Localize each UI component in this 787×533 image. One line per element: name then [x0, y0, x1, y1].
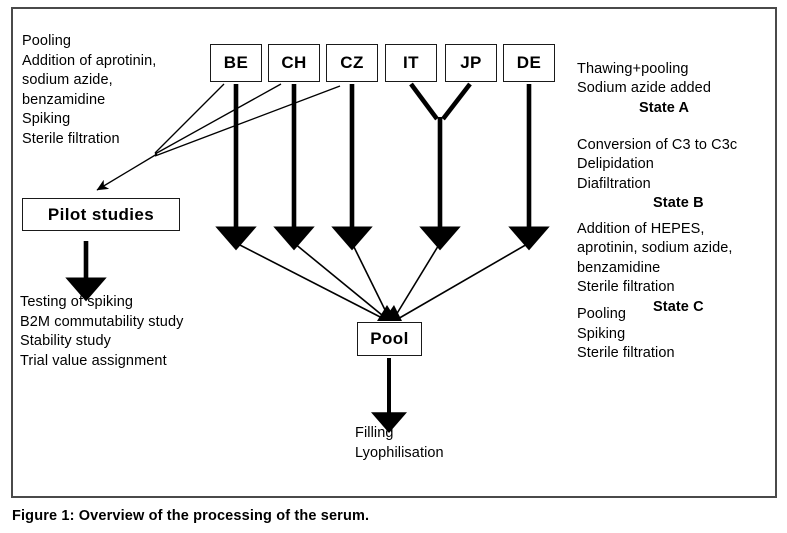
right-block-state-c: Addition of HEPES, aprotinin, sodium azi… [577, 200, 733, 337]
country-box-jp[interactable]: JP [445, 44, 497, 82]
right-block-state-a: Thawing+pooling Sodium azide added State… [577, 40, 711, 138]
left-bottom-text-block: Testing of spiking B2M commutability stu… [20, 294, 184, 369]
state-c-label: State C [653, 298, 704, 315]
pool-box[interactable]: Pool [357, 322, 422, 356]
country-box-ch[interactable]: CH [268, 44, 320, 82]
right-block-state-b: Conversion of C3 to C3c Delipidation Dia… [577, 116, 737, 233]
left-top-text-block: Pooling Addition of aprotinin, sodium az… [22, 33, 157, 147]
figure-caption: Figure 1: Overview of the processing of … [12, 508, 370, 524]
state-a-label: State A [639, 99, 690, 116]
right-block-c-lines: Addition of HEPES, aprotinin, sodium azi… [577, 220, 733, 296]
pilot-studies-box[interactable]: Pilot studies [22, 198, 180, 231]
country-box-de[interactable]: DE [503, 44, 555, 82]
right-block-a-lines: Thawing+pooling Sodium azide added [577, 60, 712, 97]
pool-output-text-block: Filling Lyophilisation [355, 425, 444, 461]
right-block-b-lines: Conversion of C3 to C3c Delipidation Dia… [577, 136, 738, 192]
country-box-cz[interactable]: CZ [326, 44, 378, 82]
country-box-it[interactable]: IT [385, 44, 437, 82]
right-block-final: Pooling Spiking Sterile filtration [577, 306, 675, 361]
country-box-be[interactable]: BE [210, 44, 262, 82]
state-b-label: State B [653, 195, 704, 211]
